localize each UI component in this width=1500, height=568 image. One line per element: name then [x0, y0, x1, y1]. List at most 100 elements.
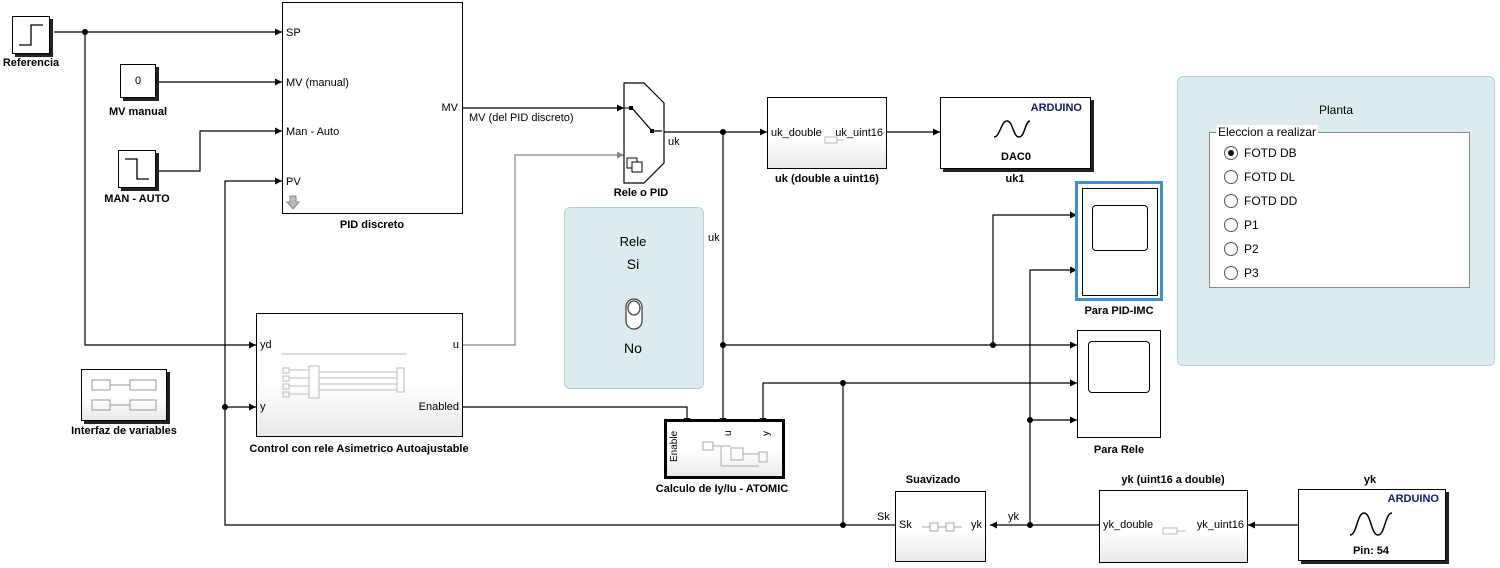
- look-under-mask-icon: [286, 195, 300, 210]
- suavizado-label: Suavizado: [905, 474, 961, 486]
- sk-signal-label: Sk: [877, 511, 890, 523]
- planta-panel: Planta Eleccion a realizar FOTD DB FOTD …: [1177, 76, 1495, 366]
- radio-selected-icon: [1224, 146, 1238, 160]
- mv-manual-label: MV manual: [108, 106, 168, 118]
- scope-screen-icon: [1088, 341, 1150, 393]
- wave-icon: [993, 120, 1031, 138]
- radio-icon: [1224, 170, 1238, 184]
- control-yd-port: yd: [260, 339, 272, 351]
- wire-manauto: [159, 127, 282, 172]
- pid-discreto-label: PID discreto: [339, 219, 405, 231]
- wire-enabled: [463, 406, 691, 425]
- rele-o-pid-label: Rele o PID: [613, 187, 669, 199]
- rele-panel-title: Rele: [619, 234, 647, 249]
- radio-icon: [1224, 218, 1238, 232]
- pid-mv-manual-port: MV (manual): [286, 77, 349, 89]
- suavizado-in-port: Sk: [899, 519, 912, 531]
- wire-u-switch: [463, 151, 624, 346]
- filter-preview-icon: [922, 522, 962, 532]
- convert-icon: [1162, 527, 1186, 535]
- rele-panel-on-label: Si: [626, 256, 640, 272]
- control-rele-label: Control con rele Asimetrico Autoajustabl…: [249, 443, 469, 455]
- wire-yk-scopes: [1029, 266, 1077, 525]
- rele-o-pid-switch-block[interactable]: [622, 82, 666, 184]
- wire-pv: [224, 177, 895, 526]
- radio-icon: [1224, 194, 1238, 208]
- yk-arduino-block[interactable]: ARDUINO Pin: 54: [1298, 489, 1446, 561]
- control-u-port: u: [452, 339, 459, 351]
- yk-block-label: yk: [1363, 474, 1377, 486]
- calculo-atomic-block[interactable]: Enable u y: [664, 419, 785, 479]
- suavizado-out-port: yk: [971, 519, 982, 531]
- uk1-arduino-block[interactable]: ARDUINO DAC0: [940, 97, 1091, 169]
- rele-panel-off-label: No: [624, 340, 642, 356]
- mv-manual-value: 0: [134, 75, 142, 87]
- planta-title: Planta: [1318, 103, 1354, 117]
- control-rele-block[interactable]: yd y u Enabled: [256, 313, 463, 437]
- pid-mv-port: MV: [441, 102, 459, 114]
- wire-ref-yd: [84, 32, 256, 349]
- suavizado-block[interactable]: Sk yk: [895, 491, 986, 562]
- radio-icon: [1224, 266, 1238, 280]
- man-auto-step-block[interactable]: [118, 150, 156, 188]
- interfaz-variables-label: Interfaz de variables: [71, 425, 177, 437]
- para-rele-scope[interactable]: [1077, 330, 1161, 438]
- yk-signal-label: yk: [1008, 511, 1019, 523]
- interface-icon: [91, 379, 157, 411]
- mv-signal-label: MV (del PID discreto): [469, 112, 574, 124]
- wire-sk-calc: [759, 382, 843, 425]
- atomic-preview-icon: [702, 441, 768, 467]
- step-down-icon: [125, 158, 149, 180]
- radio-option-fotd-dd[interactable]: FOTD DD: [1224, 194, 1297, 208]
- step-up-icon: [19, 24, 43, 46]
- pid-pv-port: PV: [286, 176, 301, 188]
- uk1-pin: DAC0: [1001, 151, 1031, 163]
- uk-conv-in-port: uk_double: [771, 127, 822, 139]
- calculo-enable-port: Enable: [669, 430, 680, 462]
- control-enabled-port: Enabled: [418, 401, 459, 413]
- uk1-brand: ARDUINO: [1030, 102, 1082, 114]
- yk-brand: ARDUINO: [1387, 493, 1439, 505]
- radio-option-p1[interactable]: P1: [1224, 218, 1259, 232]
- pid-man-auto-port: Man - Auto: [286, 126, 340, 138]
- radio-icon: [1224, 242, 1238, 256]
- radio-option-p2[interactable]: P2: [1224, 242, 1259, 256]
- yk-conv-in-port: yk_double: [1103, 519, 1154, 531]
- pid-discreto-block[interactable]: SP MV (manual) Man - Auto PV MV: [282, 2, 463, 214]
- uk-signal-label-b: uk: [708, 232, 720, 244]
- uk-conversion-label: uk (double a uint16): [775, 173, 879, 185]
- yk-conversion-label: yk (uint16 a double): [1121, 474, 1225, 486]
- scope-screen-icon: [1092, 205, 1148, 251]
- yk-conv-out-port: yk_uint16: [1196, 519, 1244, 531]
- yk-pin: Pin: 54: [1352, 545, 1390, 557]
- para-rele-label: Para Rele: [1093, 444, 1145, 456]
- radio-option-fotd-db[interactable]: FOTD DB: [1224, 146, 1297, 160]
- referencia-step-block[interactable]: [12, 16, 50, 54]
- calculo-atomic-label: Calculo de Iy/Iu - ATOMIC: [655, 483, 789, 495]
- pid-sp-port: SP: [286, 27, 301, 39]
- rele-toggle-panel: Rele Si No: [564, 207, 704, 389]
- man-auto-label: MAN - AUTO: [104, 193, 170, 205]
- subsystem-preview-icon: [281, 353, 407, 399]
- para-pid-imc-label: Para PID-IMC: [1084, 305, 1154, 317]
- convert-icon: [824, 136, 843, 144]
- planta-group-label: Eleccion a realizar: [1216, 125, 1319, 139]
- uk-conversion-block[interactable]: uk_double uk_uint16: [767, 97, 887, 169]
- calculo-y-port: y: [761, 431, 772, 436]
- planta-radio-group: Eleccion a realizar FOTD DB FOTD DL FOTD…: [1209, 125, 1470, 288]
- wave-icon: [1349, 512, 1393, 536]
- referencia-label: Referencia: [2, 57, 60, 69]
- interfaz-variables-block[interactable]: [81, 369, 167, 421]
- toggle-switch-icon[interactable]: [624, 296, 644, 332]
- wire-uk-imc: [992, 211, 1077, 345]
- mv-manual-constant-block[interactable]: 0: [120, 64, 156, 98]
- uk1-label: uk1: [1005, 173, 1025, 185]
- uk-signal-label-a: uk: [668, 136, 680, 148]
- yk-conversion-block[interactable]: yk_double yk_uint16: [1099, 490, 1248, 563]
- control-y-port: y: [260, 401, 266, 413]
- para-pid-imc-scope[interactable]: [1075, 181, 1163, 301]
- calculo-u-port: u: [723, 430, 734, 436]
- radio-option-fotd-dl[interactable]: FOTD DL: [1224, 170, 1295, 184]
- radio-option-p3[interactable]: P3: [1224, 266, 1259, 280]
